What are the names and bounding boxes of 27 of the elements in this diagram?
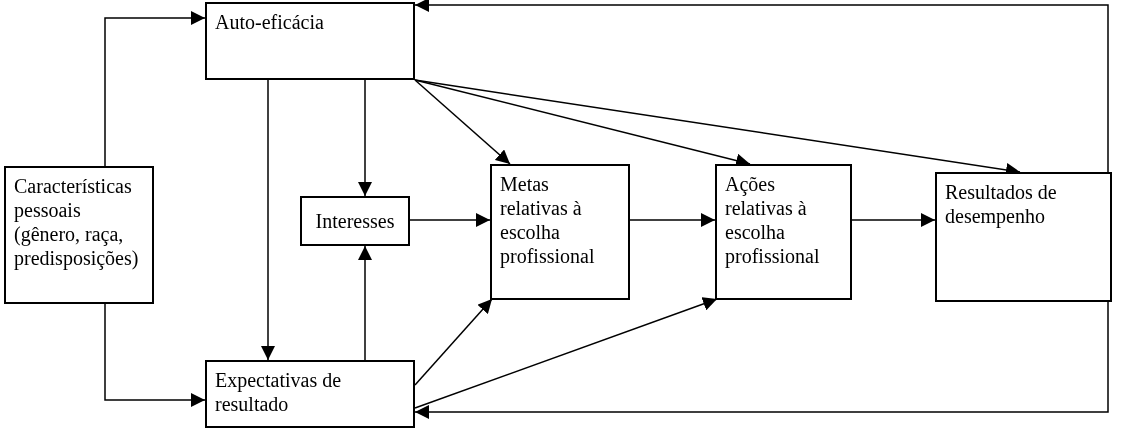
- arrow: [104, 11, 206, 167]
- process-box: [935, 172, 1112, 302]
- box-label: Expectativas de resultado: [215, 369, 342, 415]
- box-label: Interesses: [315, 209, 395, 233]
- process-box: [715, 164, 852, 300]
- arrow: [629, 213, 716, 227]
- arrow: [414, 298, 493, 386]
- process-box: [205, 2, 415, 80]
- arrow: [414, 297, 718, 409]
- arrow: [358, 79, 372, 197]
- process-box: [4, 166, 154, 304]
- arrow: [261, 79, 275, 361]
- arrow: [414, 301, 1109, 419]
- box-label: Metas relativas à escolha profissional: [500, 173, 595, 267]
- box-label: Características pessoais (gênero, raça, predisposições): [14, 175, 139, 269]
- arrow: [358, 245, 372, 361]
- arrow: [414, 79, 511, 165]
- process-box: [490, 164, 630, 300]
- arrow: [409, 213, 491, 227]
- box-label: Ações relativas à escolha profissional: [725, 173, 820, 267]
- arrow: [414, 0, 1109, 173]
- process-box: [205, 360, 415, 428]
- process-box: [300, 196, 410, 246]
- arrow: [104, 303, 206, 407]
- box-label: Resultados de desempenho: [945, 181, 1057, 227]
- box-label: Auto-eficácia: [215, 11, 324, 33]
- arrow: [851, 213, 936, 227]
